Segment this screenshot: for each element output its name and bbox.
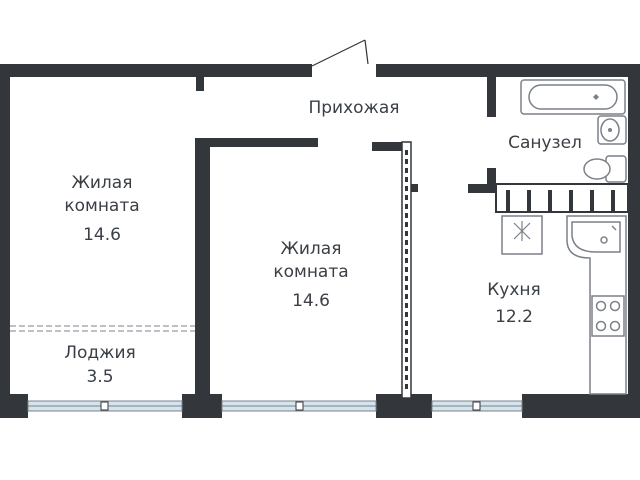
room-label-living-1: Жилая комната 14.6 — [64, 172, 139, 247]
room-area: 14.6 — [292, 291, 330, 311]
room-area: 14.6 — [83, 225, 121, 245]
wall-bath-left — [487, 77, 496, 117]
room-label-living-2: Жилая комната 14.6 — [273, 238, 348, 313]
room-label-kitchen: Кухня 12.2 — [487, 279, 541, 329]
wall-right — [628, 64, 640, 414]
room-area: 3.5 — [86, 367, 114, 387]
wall-left — [0, 64, 10, 414]
wall-bottom-right-pillar — [522, 394, 640, 418]
room-name: Жилая комната — [64, 173, 140, 216]
sink-icon — [597, 115, 627, 145]
room-label-hallway: Прихожая — [308, 97, 399, 120]
wall-partition-room1-room2 — [195, 138, 210, 398]
door-swing-icon — [311, 39, 369, 67]
wall-stub-hall — [372, 142, 402, 151]
fridge-icon — [513, 221, 531, 241]
windows — [27, 400, 523, 412]
room-name: Лоджия — [64, 343, 136, 363]
window-kitchen — [431, 400, 523, 412]
room-label-bathroom: Санузел — [508, 132, 582, 155]
sliding-partition — [401, 141, 412, 399]
storage-shelves — [495, 183, 629, 213]
kitchen-sink-icon — [571, 221, 621, 253]
wall-bottom-left-pillar — [0, 394, 28, 418]
room-label-loggia: Лоджия 3.5 — [64, 342, 136, 389]
room-name: Прихожая — [308, 98, 400, 118]
bathtub-icon — [520, 79, 626, 115]
window-room2 — [221, 400, 377, 412]
toilet-icon — [583, 155, 627, 183]
room-name: Санузел — [508, 133, 582, 153]
wall-bath-bottom-stub — [487, 168, 496, 190]
loggia-divider — [10, 325, 195, 332]
room-area: 12.2 — [495, 307, 533, 327]
wall-stub-top — [196, 77, 204, 91]
stove-icon — [591, 295, 625, 337]
wall-kitchen-stub — [410, 184, 418, 192]
wall-top-right — [376, 64, 640, 77]
wall-partition-room2-top — [195, 138, 318, 147]
window-loggia — [27, 400, 183, 412]
room-name: Жилая комната — [273, 239, 349, 282]
room-name: Кухня — [487, 280, 541, 300]
wall-top-left — [0, 64, 312, 77]
